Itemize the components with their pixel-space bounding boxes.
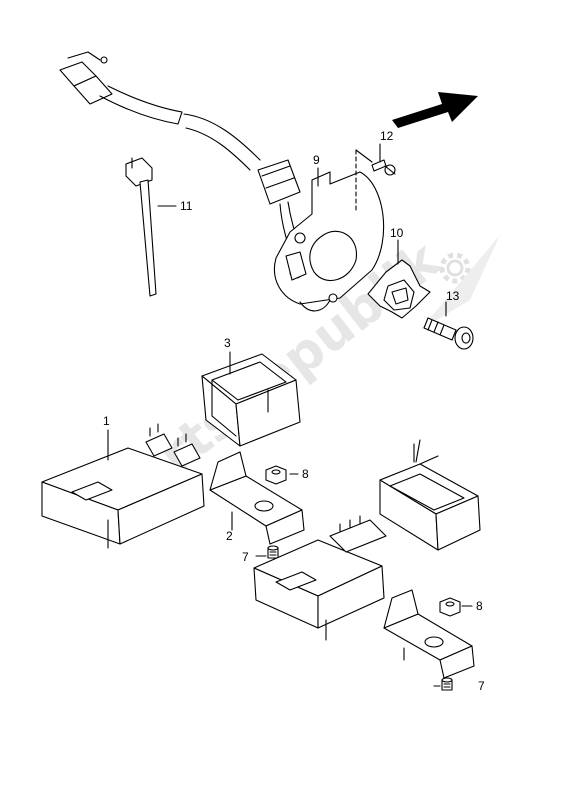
cable-tie-11 — [125, 157, 157, 297]
callout-7-lower: 7 — [478, 679, 485, 693]
bolt-13 — [423, 317, 474, 350]
callout-2: 2 — [226, 529, 233, 543]
bracket-2 — [209, 451, 305, 545]
bolt-7-lower — [441, 677, 453, 691]
bracket-lower — [383, 589, 475, 679]
callout-9: 9 — [313, 153, 320, 167]
timing-rotor-10 — [367, 259, 431, 319]
nut-8-lower — [439, 597, 461, 617]
callout-12: 12 — [380, 129, 394, 143]
cdi-unit-1 — [41, 423, 205, 545]
callout-10: 10 — [390, 226, 404, 240]
gear-icon — [439, 252, 471, 284]
callout-11: 11 — [180, 199, 193, 213]
front-arrow-icon — [392, 92, 478, 128]
rubber-cover-3 — [201, 353, 301, 447]
leader-lines — [107, 143, 473, 687]
pickup-coil-assembly — [59, 51, 385, 312]
callout-3: 3 — [224, 336, 231, 350]
callout-8-lower: 8 — [476, 599, 483, 613]
nut-8-upper — [265, 465, 287, 485]
callout-13: 13 — [446, 289, 460, 303]
callout-labels: 1 2 3 7 7 8 8 9 10 11 12 13 — [103, 129, 485, 693]
callout-7-upper: 7 — [242, 550, 249, 564]
cdi-unit-lower — [253, 515, 387, 629]
callout-8-upper: 8 — [302, 467, 309, 481]
bolt-7-upper — [267, 545, 279, 559]
rubber-cover-right — [379, 439, 481, 551]
screw-12 — [371, 159, 396, 176]
callout-1: 1 — [103, 414, 110, 428]
watermark-swoosh — [420, 235, 500, 330]
